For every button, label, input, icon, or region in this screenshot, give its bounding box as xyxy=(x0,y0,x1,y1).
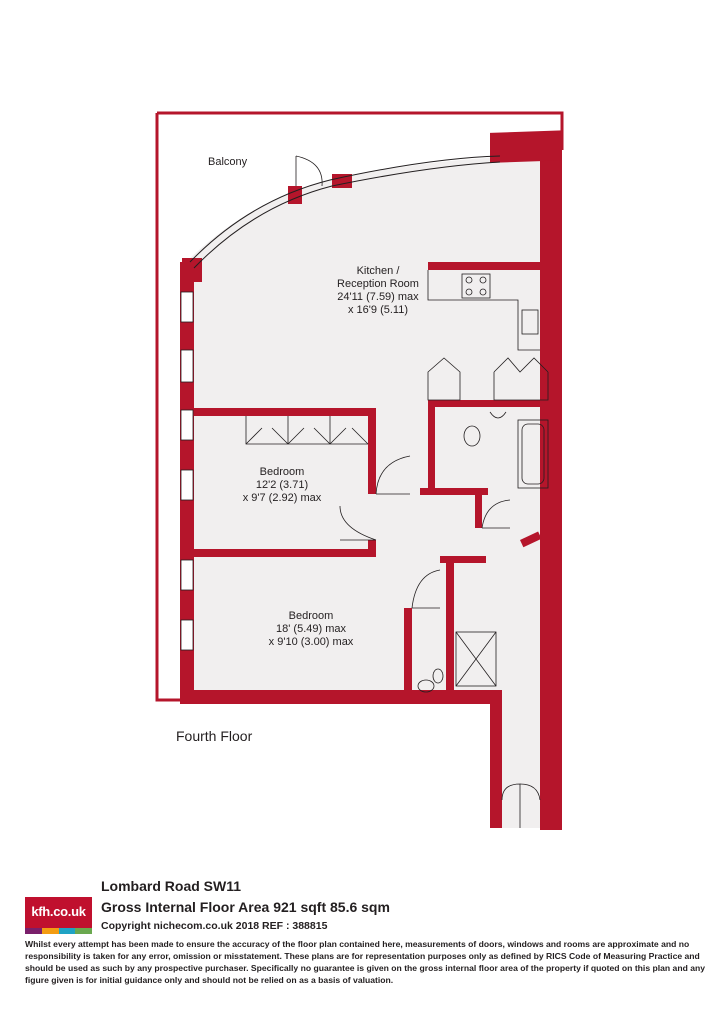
curved-window xyxy=(189,155,501,263)
property-address: Lombard Road SW11 xyxy=(101,878,242,894)
floor-name: Fourth Floor xyxy=(176,728,253,744)
kitchen-label-line: Kitchen / xyxy=(356,265,400,277)
bedroom-1-label: Bedroom 12'2 (3.71) x 9'7 (2.92) max xyxy=(222,466,342,505)
floor-plan xyxy=(155,111,564,830)
bedroom-1-name: Bedroom xyxy=(259,466,305,478)
apartment-floor xyxy=(186,155,548,828)
kitchen-counter xyxy=(427,270,540,351)
wardrobes xyxy=(245,357,549,445)
curved-window-inner xyxy=(193,161,501,269)
internal-walls xyxy=(194,262,548,698)
bedroom-1-dimension: 12'2 (3.71) xyxy=(255,479,309,491)
bedroom-2-name: Bedroom xyxy=(288,610,334,622)
logo-bar-segment xyxy=(41,928,59,934)
logo-text: kfh.co.uk xyxy=(31,904,86,919)
bedroom-1-dimension: x 9'7 (2.92) max xyxy=(242,492,322,504)
balcony-label: Balcony xyxy=(208,156,248,168)
doors xyxy=(295,155,541,828)
kitchen-label-line: Reception Room xyxy=(337,278,419,290)
kfh-logo[interactable]: kfh.co.uk xyxy=(25,897,92,934)
disclaimer: Whilst every attempt has been made to en… xyxy=(25,939,706,985)
logo-color-bar xyxy=(25,928,92,934)
logo-bar-segment xyxy=(58,928,76,934)
logo-bar-segment xyxy=(75,928,92,934)
kitchen-reception-label: Kitchen / Reception Room 24'11 (7.59) ma… xyxy=(318,265,438,317)
bedroom-2-dimension: 18' (5.49) max xyxy=(276,623,346,635)
copyright: Copyright nichecom.co.uk 2018 REF : 3888… xyxy=(101,920,328,932)
kitchen-dimension: x 16'9 (5.11) xyxy=(348,304,408,316)
logo-bar-segment xyxy=(25,928,42,934)
left-windows xyxy=(180,291,194,651)
bathroom-fittings xyxy=(417,411,549,693)
bedroom-2-dimension: x 9'10 (3.00) max xyxy=(268,636,354,648)
floor-area: Gross Internal Floor Area 921 sqft 85.6 … xyxy=(101,899,390,915)
kitchen-dimension: 24'11 (7.59) max xyxy=(337,291,419,303)
bedroom-2-label: Bedroom 18' (5.49) max x 9'10 (3.00) max xyxy=(246,610,376,649)
